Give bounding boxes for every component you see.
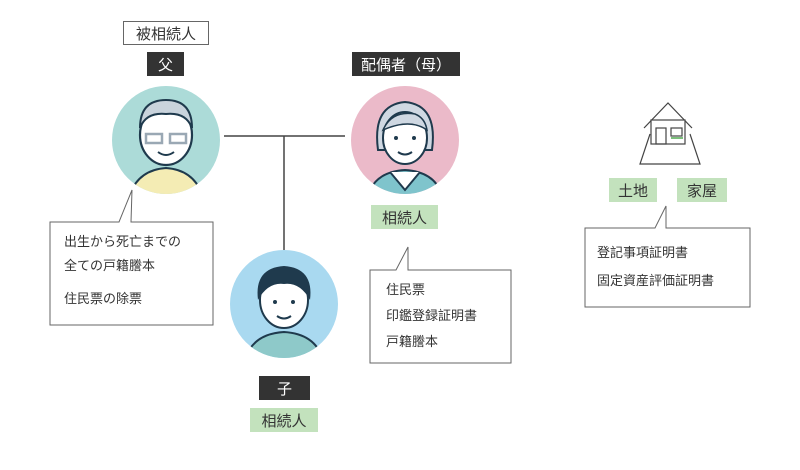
child-heir-badge: 相続人 <box>250 408 318 432</box>
doc-item: 戸籍謄本 <box>386 335 439 350</box>
land-badge: 土地 <box>609 178 657 202</box>
child-docs-bubble <box>369 246 512 364</box>
doc-item: 固定資産評価証明書 <box>597 274 715 289</box>
father-avatar-icon <box>112 86 220 194</box>
doc-item: 出生から死亡までの <box>64 235 182 250</box>
doc-item: 印鑑登録証明書 <box>386 309 478 324</box>
decedent-label: 被相続人 <box>123 21 209 45</box>
doc-item: 住民票の除票 <box>64 292 143 307</box>
father-docs-bubble <box>49 189 214 326</box>
child-avatar-icon <box>230 250 338 358</box>
mother-heir-badge: 相続人 <box>371 205 438 229</box>
doc-item: 住民票 <box>386 283 426 298</box>
house-icon <box>639 102 701 165</box>
doc-item: 登記事項証明書 <box>597 246 689 261</box>
house-badge: 家屋 <box>677 178 727 202</box>
property-docs-bubble <box>584 205 751 308</box>
mother-label: 配偶者（母） <box>352 52 460 76</box>
child-label: 子 <box>259 376 310 400</box>
mother-avatar-icon <box>351 86 459 194</box>
doc-item: 全ての戸籍謄本 <box>64 259 156 274</box>
father-label: 父 <box>147 52 184 76</box>
